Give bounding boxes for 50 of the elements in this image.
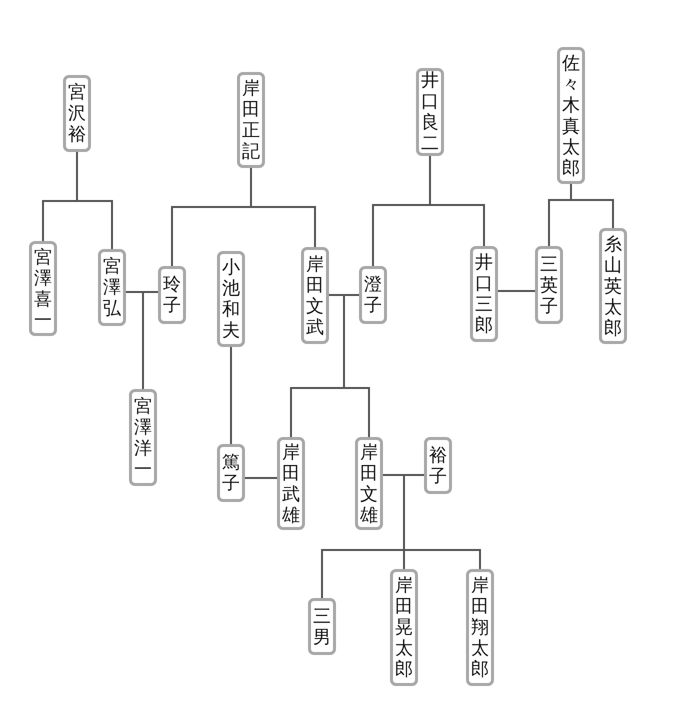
name-box: 三英子: [535, 246, 563, 324]
family-line: [372, 204, 430, 266]
family-line: [230, 347, 232, 444]
family-line: [404, 474, 424, 476]
family-line: [250, 168, 252, 207]
family-line: [383, 474, 404, 476]
family-line: [143, 291, 158, 293]
name-box: 岸田文武: [301, 247, 329, 344]
name-box: 宮沢裕: [63, 75, 91, 152]
name-box: 岸田文雄: [355, 437, 383, 530]
name-box: 宮澤喜一: [29, 241, 57, 336]
name-box: 井口三郎: [470, 246, 498, 342]
name-box: 三男: [308, 598, 336, 655]
family-line: [321, 549, 404, 598]
name-box: 宮澤洋一: [129, 389, 157, 486]
family-line: [548, 199, 571, 246]
family-line: [245, 477, 277, 479]
family-line: [571, 199, 614, 228]
name-box: 篤子: [217, 444, 245, 502]
family-line: [498, 290, 535, 292]
family-line: [344, 387, 370, 437]
family-line: [430, 204, 485, 246]
family-line: [76, 152, 78, 201]
name-box: 佐々木真太郎: [557, 47, 585, 184]
family-line: [403, 475, 405, 550]
family-line: [251, 206, 316, 247]
name-box: 宮澤弘: [98, 249, 126, 326]
name-box: 岸田武雄: [277, 437, 305, 530]
family-line: [290, 387, 344, 437]
name-box: 澄子: [359, 266, 387, 324]
family-line: [77, 200, 113, 249]
name-box: 岸田晃太郎: [390, 569, 418, 686]
family-line: [343, 295, 345, 388]
family-line: [403, 550, 405, 569]
name-box: 小池和夫: [217, 251, 245, 347]
family-line: [142, 292, 144, 389]
name-box: 裕子: [424, 437, 452, 494]
family-line: [429, 156, 431, 205]
name-box: 岸田正記: [237, 72, 265, 168]
family-line: [42, 200, 77, 241]
family-line: [570, 184, 572, 200]
name-box: 岸田翔太郎: [466, 569, 494, 686]
family-line: [171, 206, 251, 266]
name-box: 玲子: [158, 266, 186, 324]
family-line: [126, 291, 143, 293]
family-line: [404, 549, 481, 569]
family-line: [329, 294, 344, 296]
name-box: 糸山英太郎: [599, 228, 627, 344]
name-box: 井口良二: [416, 68, 444, 156]
family-line: [344, 294, 359, 296]
